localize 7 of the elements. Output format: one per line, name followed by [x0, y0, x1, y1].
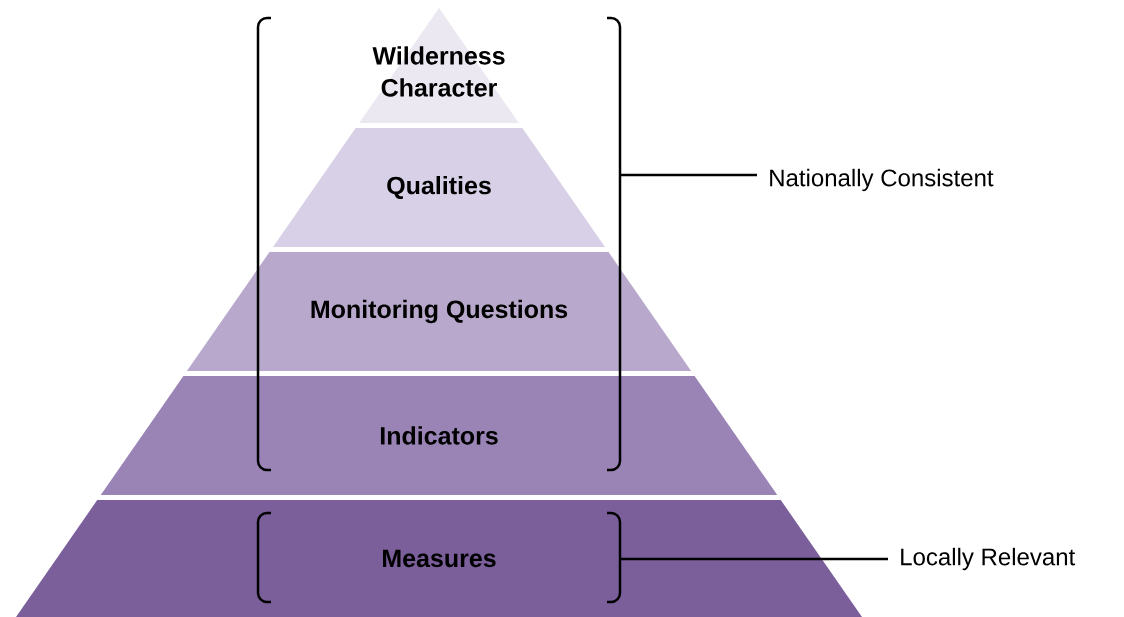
- pyramid-layer: Monitoring Questions: [186, 252, 692, 371]
- pyramid-layer: Indicators: [100, 376, 778, 495]
- pyramid-layer: Qualities: [273, 128, 605, 247]
- bracket-label: Nationally Consistent: [770, 168, 994, 192]
- pyramid-layer: Measures: [16, 500, 862, 617]
- bracket-label: Locally Relevant: [901, 547, 1076, 571]
- pyramid-layer: Wilderness Character: [359, 8, 519, 123]
